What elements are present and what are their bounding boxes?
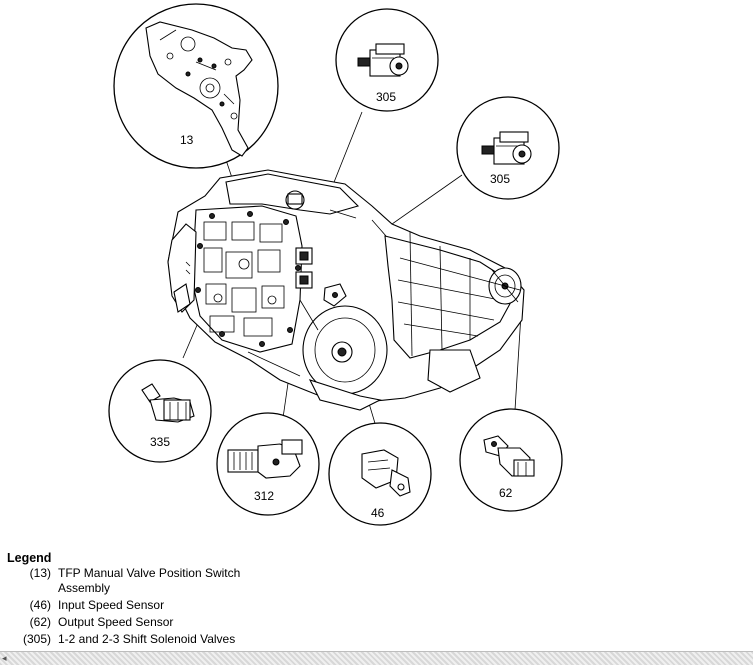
callout-label-312: 312 — [254, 489, 274, 503]
callout-bubble-46: 46 — [328, 422, 432, 526]
callout-bubble-335: 335 — [108, 359, 212, 463]
callout-bubble-312: 312 — [216, 412, 320, 516]
callout-bubble-305-top: 305 — [335, 8, 439, 112]
legend-item: (13) TFP Manual Valve Position Switch As… — [7, 566, 407, 596]
callout-label-305-right: 305 — [490, 172, 510, 186]
legend-item: (46) Input Speed Sensor — [7, 598, 407, 613]
legend-item-text: 1-2 and 2-3 Shift Solenoid Valves — [58, 632, 236, 646]
legend: Legend (13) TFP Manual Valve Position Sw… — [7, 551, 407, 647]
legend-item-code: (13) — [29, 566, 51, 580]
callout-label-335: 335 — [150, 435, 170, 449]
legend-item-text: TFP Manual Valve Position Switch Assembl… — [58, 566, 241, 595]
transmission-body — [167, 169, 525, 411]
horizontal-scrollbar[interactable]: ◂ — [0, 651, 753, 665]
legend-item: (305) 1-2 and 2-3 Shift Solenoid Valves — [7, 632, 407, 647]
transmission-diagram: 13 305 305 — [108, 3, 563, 526]
scroll-left-arrow-icon[interactable]: ◂ — [2, 653, 7, 663]
callout-bubble-62: 62 — [459, 408, 563, 512]
legend-item-text: Input Speed Sensor — [58, 598, 165, 612]
callout-bubble-305-right: 305 — [456, 96, 560, 200]
legend-item-code: (46) — [29, 598, 51, 612]
legend-item: (62) Output Speed Sensor — [7, 615, 407, 630]
callout-label-305-top: 305 — [376, 90, 396, 104]
legend-item-code: (62) — [29, 615, 51, 629]
legend-item-code: (305) — [22, 632, 51, 646]
callout-label-46: 46 — [371, 506, 385, 520]
legend-item-text: Output Speed Sensor — [58, 615, 174, 629]
callout-label-62: 62 — [499, 486, 513, 500]
callout-label-13: 13 — [180, 133, 194, 147]
legend-title: Legend — [7, 551, 52, 565]
callout-bubble-13: 13 — [113, 3, 279, 169]
